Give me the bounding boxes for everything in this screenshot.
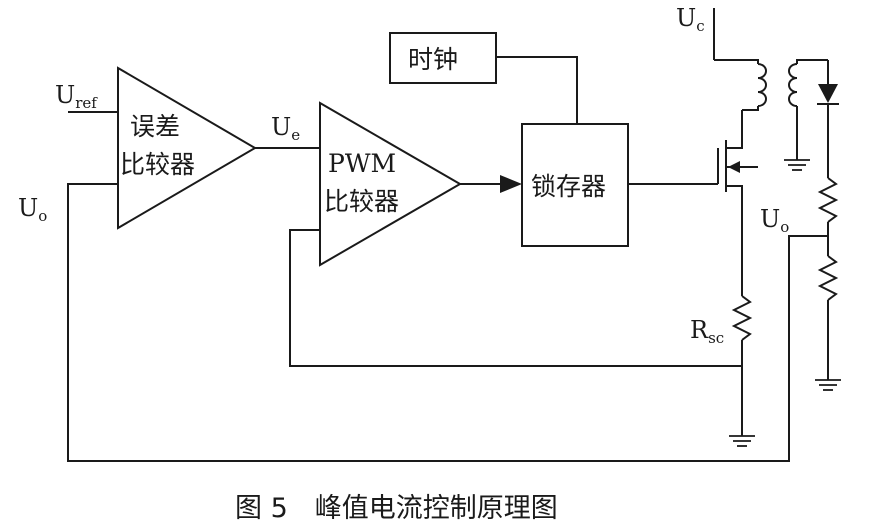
figure-caption: 图 5 峰值电流控制原理图 [235, 493, 558, 524]
latch-label: 锁存器 [531, 172, 606, 201]
output-diode-icon [818, 84, 838, 103]
divider-resistor-bottom [817, 255, 839, 301]
clock-label: 时钟 [408, 45, 458, 74]
sense-ground-icon [729, 435, 755, 447]
sense-resistor [731, 295, 753, 341]
error-amp-label-line1: 误差 [130, 112, 180, 141]
uc-to-primary-wire [714, 59, 759, 64]
uo-right-label: Uo [760, 205, 789, 236]
pwm-comp-label-line2: 比较器 [324, 187, 399, 216]
transformer-primary [757, 63, 767, 107]
pwm-comp-label-line1: PWM [328, 149, 396, 178]
pwm-comparator [319, 101, 462, 267]
mosfet-source-lead [726, 185, 743, 296]
uc-label: Uc [676, 4, 705, 35]
secondary-top-wire [796, 59, 828, 64]
clock-to-latch-wire [496, 56, 578, 124]
error-amplifier [117, 66, 257, 230]
uo-left-label: Uo [18, 194, 47, 225]
uo-feedback-wire [67, 183, 828, 462]
primary-to-drain-wire [742, 106, 759, 111]
ue-label: Ue [271, 113, 300, 144]
mosfet-arrow [728, 161, 740, 173]
rsc-label: Rsc [690, 316, 724, 347]
pwm-to-latch-arrow [500, 175, 522, 193]
mosfet-drain-lead [726, 110, 743, 149]
current-sense-feedback-wire [289, 229, 742, 367]
secondary-ground-icon [784, 159, 810, 171]
uref-label: Uref [55, 81, 98, 112]
transformer-secondary [788, 63, 798, 107]
divider-resistor-top [817, 177, 839, 223]
divider-ground-icon [815, 379, 841, 391]
error-amp-label-line2: 比较器 [120, 150, 195, 179]
